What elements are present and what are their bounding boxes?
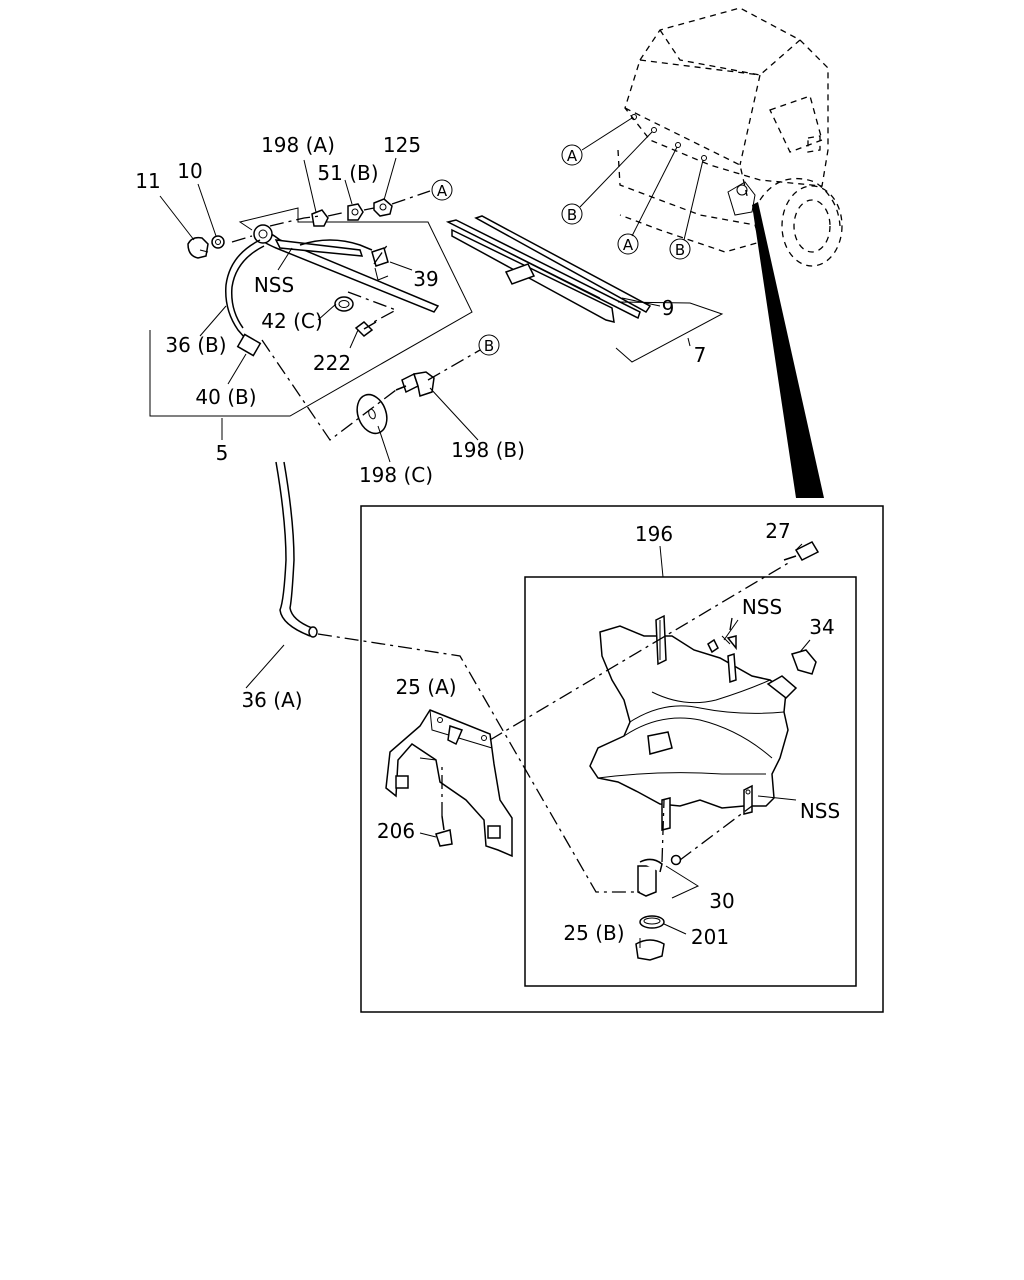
inset-frame <box>360 505 884 1013</box>
label-10: 10 <box>177 159 202 183</box>
label-25b: 25 (B) <box>563 921 624 945</box>
svg-text:A: A <box>623 236 634 254</box>
label-9: 9 <box>662 296 675 320</box>
inset-pointer-wedge <box>752 202 824 498</box>
wiper-blade <box>445 215 724 363</box>
svg-text:B: B <box>484 337 494 355</box>
svg-text:B: B <box>675 241 685 259</box>
callout-labels: 11 10 198 (A) 51 (B) 125 NSS 39 42 (C) 3… <box>135 133 840 949</box>
label-27: 27 <box>765 519 790 543</box>
label-5: 5 <box>216 441 229 465</box>
bracket-25a <box>385 709 513 858</box>
label-39: 39 <box>413 267 438 291</box>
label-nss-tank-2: NSS <box>800 799 840 823</box>
wiper-arm-assembly <box>149 190 481 441</box>
label-198c: 198 (C) <box>359 463 433 487</box>
svg-text:A: A <box>437 182 448 200</box>
label-36a: 36 (A) <box>241 688 302 712</box>
washer-hose <box>245 461 318 689</box>
label-198b: 198 (B) <box>451 438 525 462</box>
svg-text:B: B <box>567 206 577 224</box>
washer-tank <box>317 541 820 961</box>
label-leaders <box>159 157 811 948</box>
label-198a: 198 (A) <box>261 133 335 157</box>
circle-ref-b-2: B <box>669 238 691 260</box>
circle-ref-a-2: A <box>617 233 639 255</box>
label-nss-top: NSS <box>254 273 294 297</box>
label-11: 11 <box>135 169 160 193</box>
label-36b: 36 (B) <box>165 333 226 357</box>
svg-text:A: A <box>567 147 578 165</box>
circle-ref-a-3: A <box>431 179 453 201</box>
label-201: 201 <box>691 925 729 949</box>
label-42c: 42 (C) <box>261 309 322 333</box>
label-222: 222 <box>313 351 351 375</box>
label-nss-tank-1: NSS <box>742 595 782 619</box>
circle-ref-a-1: A <box>561 144 583 166</box>
circle-ref-b-3: B <box>478 334 500 356</box>
circle-ref-b-1: B <box>561 203 583 225</box>
reference-leaders <box>579 117 704 241</box>
label-51b: 51 (B) <box>317 161 378 185</box>
label-7: 7 <box>694 343 707 367</box>
label-40b: 40 (B) <box>195 385 256 409</box>
label-25a: 25 (A) <box>395 675 456 699</box>
label-206: 206 <box>377 819 415 843</box>
label-34: 34 <box>809 615 834 639</box>
truck-cab-illustration <box>617 7 843 267</box>
label-125: 125 <box>383 133 421 157</box>
label-196: 196 <box>635 522 673 546</box>
label-30: 30 <box>709 889 734 913</box>
